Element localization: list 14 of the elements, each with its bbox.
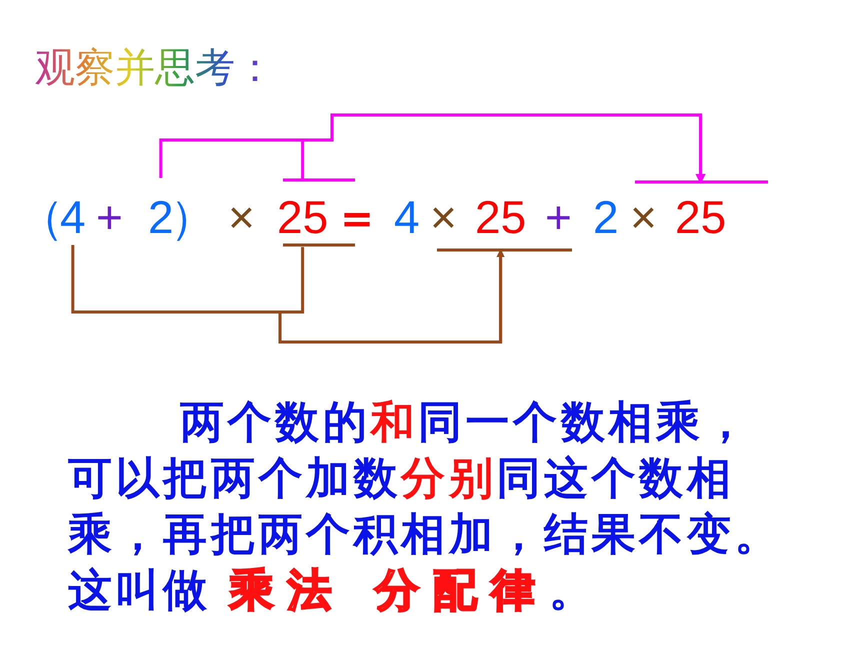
number: 25 (475, 195, 526, 250)
number: 2 (593, 195, 619, 239)
bracket-arrow (301, 114, 706, 184)
number: 25 (675, 183, 726, 239)
number: 25 (277, 181, 328, 247)
rule-text: 两个数的和同一个数相乘，可以把两个加数分别同这个数相乘，再把两个积相加，结果不变。这叫做 乘法 分配律。 (68, 396, 783, 618)
times-sign: × (228, 195, 255, 239)
plus-sign: + (545, 195, 572, 239)
times-sign: × (430, 195, 457, 239)
times-sign: × (630, 195, 657, 239)
number: 4 (394, 195, 420, 239)
equals-sign: ＝ (334, 195, 380, 239)
bracket-arrow (278, 247, 505, 344)
plus-sign: + (96, 195, 123, 239)
